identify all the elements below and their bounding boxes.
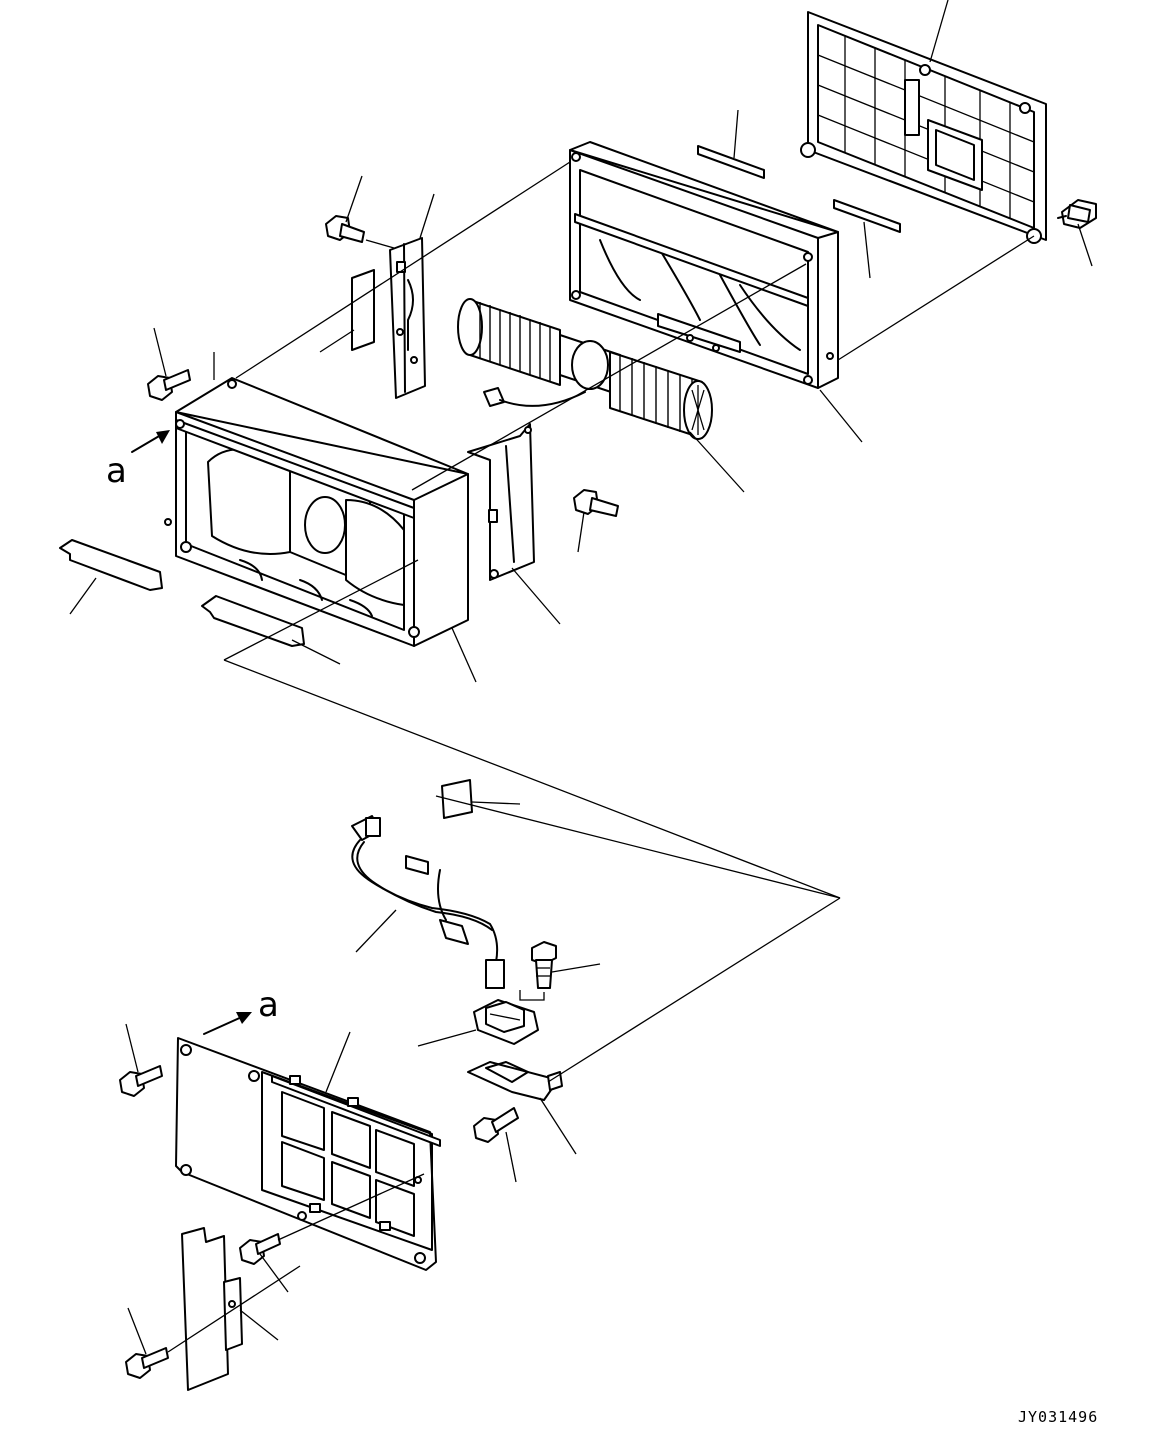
bolt [473, 1107, 519, 1143]
leader-line [125, 1023, 139, 1073]
drawing-code: JY031496 [1018, 1408, 1098, 1426]
leader-line [863, 221, 871, 279]
leader-line [325, 1031, 351, 1093]
leader-line [365, 239, 395, 249]
leader-line [689, 431, 745, 493]
leader-line [153, 327, 167, 377]
filter-cover-panel [175, 1037, 441, 1271]
leader-line [417, 1029, 477, 1047]
seal-strip [351, 269, 375, 351]
view-arrow-a-upper: a [106, 430, 170, 491]
leader-line [505, 1131, 517, 1183]
leader-line [239, 1309, 279, 1341]
view-label-a: a [258, 985, 279, 1025]
leader-line [577, 511, 585, 553]
side-bracket-plate [389, 237, 426, 399]
bolt [573, 489, 619, 517]
leader-line [819, 389, 863, 443]
foam-strip [697, 145, 765, 179]
blower-resistor [473, 999, 539, 1045]
leader-line [355, 909, 397, 953]
leader-line [471, 801, 521, 805]
lower-blower-housing [164, 377, 469, 647]
bolt [531, 941, 557, 989]
rear-cover-panel [800, 11, 1047, 244]
bolt [119, 1065, 163, 1097]
assembly-guide-lines [213, 161, 1035, 899]
side-bracket-plate [467, 423, 535, 581]
resistor-bracket [467, 1061, 563, 1101]
leader-line [929, 0, 949, 63]
foam-strip [833, 199, 901, 233]
insulating-pad [441, 779, 473, 819]
leader-line [1077, 223, 1093, 267]
leader-line [551, 963, 601, 973]
bolt [239, 1233, 281, 1265]
assembly-guide-line [167, 1265, 301, 1353]
leader-line [259, 1253, 289, 1293]
small-cover-plate [181, 1227, 243, 1391]
handle [59, 539, 163, 591]
handle [201, 595, 305, 647]
leader-line [511, 567, 561, 625]
motor-connector [483, 387, 586, 407]
view-label-a: a [106, 451, 127, 491]
blower-fan-wheel [457, 298, 713, 440]
bolt [125, 1347, 169, 1379]
leader-line [291, 639, 341, 665]
leader-line [69, 577, 97, 615]
leader-line [419, 193, 435, 239]
leader-line [127, 1307, 147, 1355]
leader-line [319, 329, 355, 353]
assembly-guide-line [547, 897, 841, 1083]
leader-line [451, 627, 477, 683]
leader-line [539, 1097, 577, 1155]
bolt [1057, 199, 1097, 229]
upper-blower-housing [569, 141, 839, 389]
assembly-guide-line [519, 990, 545, 1001]
assembly-guide-line [435, 795, 841, 899]
view-arrow-a-lower: a [203, 985, 279, 1035]
bolt [325, 215, 365, 243]
leader-line [345, 175, 363, 223]
wire-harness [351, 815, 505, 989]
leader-line [733, 109, 739, 159]
assembly-guide-line [277, 1173, 425, 1241]
bolt [147, 369, 191, 401]
